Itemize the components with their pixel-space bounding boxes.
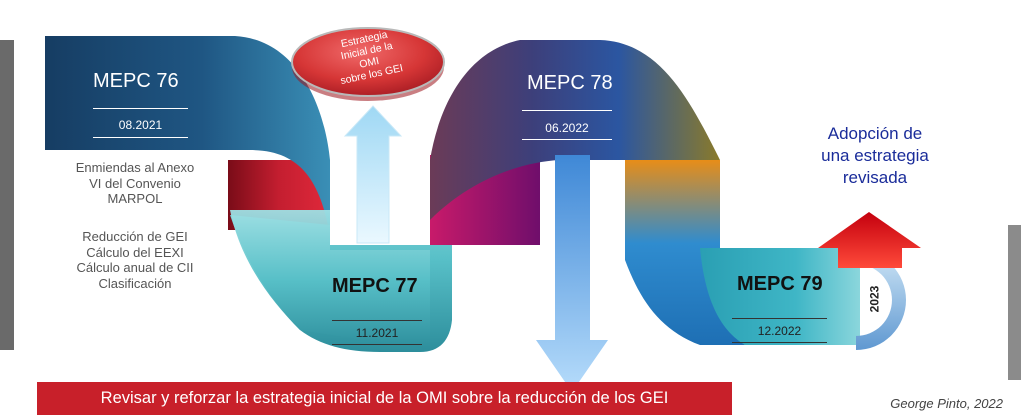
mepc77-rule (332, 320, 422, 321)
mepc76-rule (93, 108, 188, 109)
mepc79-title: MEPC 79 (737, 273, 823, 295)
mepc77-date: 11.2021 (355, 326, 399, 340)
adoption-text: Adopción de una estrategia revisada (821, 124, 929, 187)
mepc76-notes-amendments: Enmiendas al Anexo VI del Convenio MARPO… (75, 160, 195, 206)
up-arrow-icon (343, 105, 403, 244)
ribbon-mepc78 (430, 40, 720, 220)
left-edge-shadow (0, 40, 14, 350)
mepc79-date: 12.2022 (757, 324, 802, 338)
author-credit: George Pinto, 2022 (890, 396, 1003, 411)
mepc76-date: 08.2021 (118, 118, 163, 132)
mepc76-title: MEPC 76 (93, 70, 179, 92)
mepc78-title: MEPC 78 (527, 72, 613, 94)
mepc78-rule (522, 110, 612, 111)
mepc79-rule (732, 318, 827, 319)
ribbon-mepc76 (45, 36, 330, 235)
mepc78-date: 06.2022 (545, 121, 589, 135)
red-up-arrow-icon (818, 212, 921, 268)
right-edge-shadow (1008, 225, 1021, 380)
mepc76-notes-measures: Reducción de GEI Cálculo del EEXI Cálcul… (76, 229, 194, 291)
strategy-circle (291, 27, 445, 97)
mepc77-title: MEPC 77 (332, 275, 418, 297)
year-ring (856, 250, 906, 350)
bottom-banner: Revisar y reforzar la estrategia inicial… (37, 382, 732, 415)
year-badge: 2023 (867, 285, 882, 313)
ribbon-mepc79 (700, 248, 860, 345)
down-arrow-icon (536, 155, 608, 392)
